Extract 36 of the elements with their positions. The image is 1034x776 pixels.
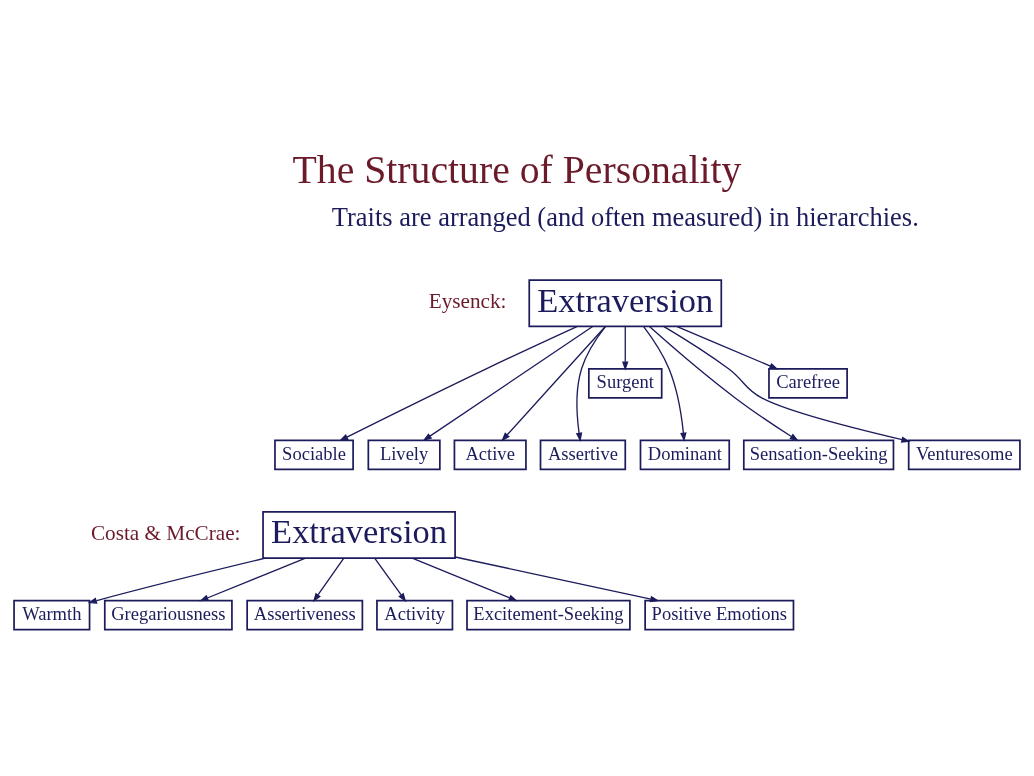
arrow [642,325,687,442]
arrow [676,325,779,370]
node-box: Positive Emotions [644,599,795,631]
node-box: Lively [367,439,441,471]
arrow [454,556,660,603]
node-box: Sociable [274,439,354,471]
arrow [339,325,578,442]
arrow [648,325,799,442]
node-box: Sensation-Seeking [742,439,895,471]
arrow [622,325,629,371]
node-box: Venturesome [907,439,1021,471]
node-box: Extraversion [528,279,723,328]
diagram-title: The Structure of Personality [292,148,742,193]
node-box: Activity [376,599,454,631]
arrow [199,557,306,602]
arrow [374,557,407,603]
node-box: Assertiveness [246,599,364,631]
arrow [422,325,594,442]
label: Eysenck: [428,289,507,314]
node-box: Carefree [768,367,848,399]
node-box: Dominant [639,439,731,471]
arrow [663,325,911,443]
node-box: Extraversion [262,510,456,560]
node-box: Gregariousness [103,599,233,631]
node-box: Active [453,439,527,471]
arrow [312,557,345,603]
node-box: Excitement-Seeking [466,599,631,631]
label: Traits are arranged (and often measured) in hierarchies. [331,201,919,232]
node-box: Warmth [13,599,91,631]
node-box: Surgent [588,367,663,399]
arrow [412,557,518,602]
node-box: Assertive [539,439,627,471]
arrow [87,557,266,604]
label: Costa & McCrae: [90,521,241,546]
arrow [501,325,606,442]
arrow [575,325,607,442]
